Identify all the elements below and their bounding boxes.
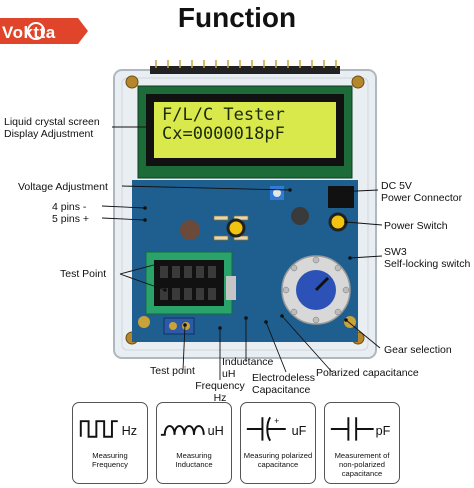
card-polarized-caption-1: Measuring polarized <box>243 451 313 460</box>
callout-test-point-bottom: Test point <box>150 365 195 377</box>
card-inductance-caption-2: Inductance <box>175 460 213 469</box>
callout-polarized: Polarized capacitance <box>316 367 419 379</box>
callout-inductance: Inductance uH <box>222 356 273 380</box>
card-frequency-unit: Hz <box>122 424 137 438</box>
callout-electrodeless-line2: Capacitance <box>252 384 311 396</box>
callout-lcd-line2: Display Adjustment <box>4 128 94 140</box>
card-nonpolarized-caption-1: Measurement of <box>334 451 390 460</box>
callout-pins-plus: 5 pins + <box>52 213 90 225</box>
brand-name: Voktta <box>2 23 56 42</box>
callout-pins-minus: 4 pins - <box>52 201 87 213</box>
card-frequency-caption-2: Frequency <box>92 460 128 469</box>
callout-lcd: Liquid crystal screen Display Adjustment <box>4 116 100 140</box>
callout-dc-power: DC 5V Power Connector <box>381 180 462 204</box>
lcd-line-1: F/L/C Tester <box>162 105 285 125</box>
card-polarized-capacitance: + uF Measuring polarized capacitance <box>240 402 316 484</box>
lc-meter-device <box>113 60 377 359</box>
callout-gear-selection: Gear selection <box>384 344 452 356</box>
callout-power-switch: Power Switch <box>384 220 448 232</box>
callout-dc-line2: Power Connector <box>381 192 463 204</box>
card-nonpolarized-caption-2: non-polarized <box>338 460 385 469</box>
card-nonpolarized-unit: pF <box>376 424 391 438</box>
card-inductance-caption-1: Measuring <box>176 451 212 460</box>
callout-electrodeless: Electrodeless Capacitance <box>252 372 315 396</box>
callout-frequency-line2: Hz <box>213 392 227 404</box>
page-title: Function <box>177 2 297 33</box>
callout-electrodeless-line1: Electrodeless <box>252 372 316 384</box>
card-nonpolarized-caption: Measurement of non-polarized capacitance <box>327 451 397 478</box>
card-polarized-caption-2: capacitance <box>257 460 299 469</box>
callout-dc-line1: DC 5V <box>381 180 412 192</box>
callout-test-point: Test Point <box>60 268 107 280</box>
card-nonpolarized-capacitance: pF Measurement of non-polarized capacita… <box>324 402 400 484</box>
card-inductance-caption: Measuring Inductance <box>159 451 229 469</box>
card-frequency-caption: Measuring Frequency <box>75 451 145 469</box>
card-polarized-unit: uF <box>292 424 307 438</box>
callout-frequency-line1: Frequency <box>195 380 245 392</box>
function-cards: Hz Measuring Frequency uH Measuring Indu… <box>72 402 402 484</box>
callout-sw3: SW3 Self-locking switch <box>384 246 470 270</box>
callout-sw3-line2: Self-locking switch <box>384 258 471 270</box>
inductor-coil-icon: uH <box>160 424 224 438</box>
callout-voltage-adjustment: Voltage Adjustment <box>18 181 108 193</box>
polarized-capacitor-icon: + uF <box>246 416 307 442</box>
card-inductance-unit: uH <box>208 424 224 438</box>
square-wave-icon: Hz <box>79 420 137 438</box>
svg-text:+: + <box>274 416 279 426</box>
card-frequency: Hz Measuring Frequency <box>72 402 148 484</box>
card-inductance: uH Measuring Inductance <box>156 402 232 484</box>
callout-sw3-line1: SW3 <box>384 246 407 258</box>
card-polarized-caption: Measuring polarized capacitance <box>243 451 313 469</box>
brand-logo <box>0 18 88 44</box>
card-nonpolarized-caption-3: capacitance <box>341 469 383 478</box>
callout-inductance-line1: Inductance <box>222 356 274 368</box>
callout-frequency: Frequency Hz <box>190 380 250 404</box>
card-frequency-caption-1: Measuring <box>92 451 128 460</box>
callout-lcd-line1: Liquid crystal screen <box>4 116 100 128</box>
capacitor-icon: pF <box>330 417 391 441</box>
lcd-line-2: Cx=0000018pF <box>162 124 285 144</box>
callout-inductance-line2: uH <box>222 368 236 380</box>
